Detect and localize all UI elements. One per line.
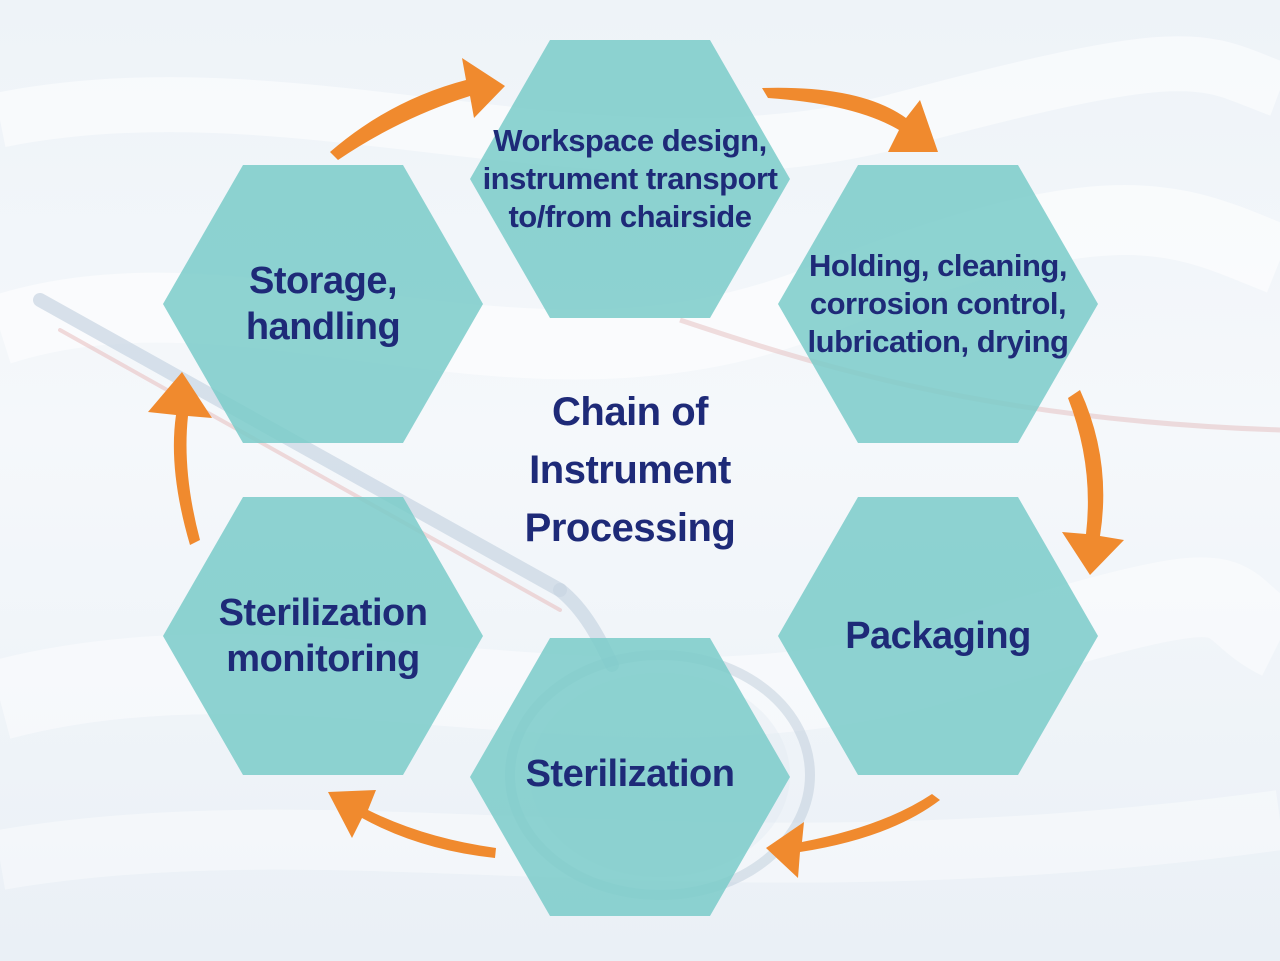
arrow-workspace-to-holding [762, 87, 938, 152]
hexagon-sterilization [470, 638, 790, 916]
hexagon-holding-cleaning [778, 165, 1098, 443]
step-label-packaging: Packaging [845, 614, 1031, 657]
arrow-packaging-to-sterilization [766, 794, 940, 878]
step-label-workspace-design: Workspace design, instrument transport t… [482, 123, 778, 234]
hexagon-packaging [778, 497, 1098, 775]
hexagon-storage-handling [163, 165, 483, 443]
step-label-sterilization-monitoring: Sterilization monitoring [218, 591, 428, 680]
center-title: Chain of Instrument Processing [524, 390, 736, 550]
arrow-sterilization-to-monitoring [328, 790, 496, 858]
arrow-holding-to-packaging [1062, 390, 1124, 575]
hexagon-sterilization-monitoring [163, 497, 483, 775]
hexagon-workspace-design [470, 40, 790, 318]
arrow-monitoring-to-storage [148, 372, 212, 545]
arrow-storage-to-workspace [330, 58, 505, 160]
step-label-storage-handling: Storage, handling [245, 259, 401, 348]
step-label-sterilization: Sterilization [525, 752, 735, 795]
step-label-holding-cleaning: Holding, cleaning, corrosion control, lu… [807, 248, 1069, 359]
